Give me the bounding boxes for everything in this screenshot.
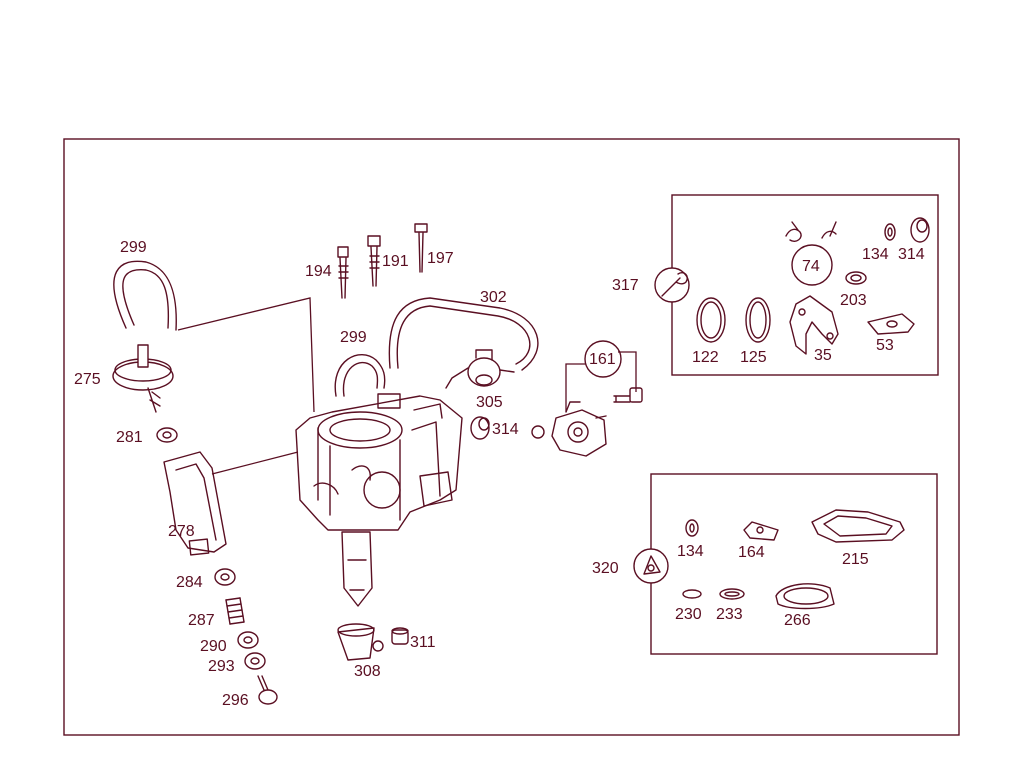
part-293-nut[interactable] — [244, 652, 266, 670]
label-230: 230 — [675, 606, 702, 623]
label-35: 35 — [814, 347, 832, 364]
label-278: 278 — [168, 523, 195, 540]
label-320: 320 — [592, 560, 619, 577]
label-203: 203 — [840, 292, 867, 309]
part-305-valve[interactable] — [445, 349, 515, 389]
label-161-circle — [584, 340, 622, 378]
label-287: 287 — [188, 612, 215, 629]
label-233: 233 — [716, 606, 743, 623]
label-299-b: 299 — [340, 329, 367, 346]
label-197: 197 — [427, 250, 454, 267]
kit-317-wrench-icon[interactable] — [654, 267, 690, 303]
label-134-a: 134 — [862, 246, 889, 263]
part-134-washer-b[interactable] — [685, 519, 699, 537]
part-125-gasket[interactable] — [745, 297, 771, 343]
label-215: 215 — [842, 551, 869, 568]
leader-299-to-body — [177, 297, 315, 413]
label-314-a: 314 — [492, 421, 519, 438]
part-287-spring[interactable] — [225, 597, 245, 625]
label-302: 302 — [480, 289, 507, 306]
part-215-gasket[interactable] — [811, 509, 905, 543]
part-284-nut[interactable] — [214, 568, 236, 586]
part-203-ring[interactable] — [845, 271, 867, 285]
label-191: 191 — [382, 253, 409, 270]
label-305: 305 — [476, 394, 503, 411]
label-125: 125 — [740, 349, 767, 366]
label-53: 53 — [876, 337, 894, 354]
part-164-gasket[interactable] — [743, 521, 779, 541]
part-299-hose[interactable] — [113, 260, 177, 331]
label-284: 284 — [176, 574, 203, 591]
part-296-bolt[interactable] — [257, 675, 278, 705]
part-197-screw[interactable] — [414, 223, 428, 273]
part-134-washer-a[interactable] — [884, 223, 896, 241]
label-281: 281 — [116, 429, 143, 446]
label-311: 311 — [410, 634, 436, 651]
label-299-a: 299 — [120, 239, 147, 256]
label-122: 122 — [692, 349, 719, 366]
label-317: 317 — [612, 277, 639, 294]
kit-320-gasket-set-icon[interactable] — [633, 548, 669, 584]
label-164: 164 — [738, 544, 765, 561]
label-275: 275 — [74, 371, 101, 388]
part-311-bushing[interactable] — [391, 627, 409, 645]
part-275-vacuum-unit[interactable] — [112, 344, 174, 413]
label-266: 266 — [784, 612, 811, 629]
part-266-gasket[interactable] — [775, 583, 835, 610]
part-290-nut[interactable] — [237, 631, 259, 649]
part-194-screw[interactable] — [337, 246, 349, 299]
label-290: 290 — [200, 638, 227, 655]
part-308-clamp[interactable] — [337, 623, 384, 661]
label-314-b: 314 — [898, 246, 925, 263]
carburetor-body[interactable] — [295, 393, 463, 607]
part-302-hose[interactable] — [388, 297, 539, 371]
part-281-washer[interactable] — [156, 427, 178, 443]
part-35-plate[interactable] — [789, 295, 839, 355]
leader-278-to-body — [211, 451, 299, 475]
label-74: 74 — [802, 258, 820, 275]
leader-161 — [565, 351, 637, 412]
part-233-ring[interactable] — [719, 588, 745, 600]
diagram-frame — [63, 138, 960, 736]
part-53-gasket[interactable] — [867, 313, 915, 335]
part-314-seal-b[interactable] — [910, 217, 930, 243]
label-296: 296 — [222, 692, 249, 709]
label-194: 194 — [305, 263, 332, 280]
label-134-b: 134 — [677, 543, 704, 560]
part-122-gasket[interactable] — [696, 297, 726, 343]
part-74-spring-set[interactable] — [785, 221, 837, 286]
part-161-bolt[interactable] — [613, 387, 643, 403]
label-308: 308 — [354, 663, 381, 680]
part-278-bracket[interactable] — [163, 451, 227, 556]
part-230-ring[interactable] — [682, 589, 702, 599]
label-293: 293 — [208, 658, 235, 675]
part-314-ring[interactable] — [531, 425, 545, 439]
part-191-screw[interactable] — [367, 235, 381, 287]
part-314-seal[interactable] — [470, 416, 490, 440]
label-161: 161 — [589, 351, 616, 368]
part-299-small-hose[interactable] — [334, 354, 386, 397]
part-161-actuator[interactable] — [551, 401, 607, 457]
